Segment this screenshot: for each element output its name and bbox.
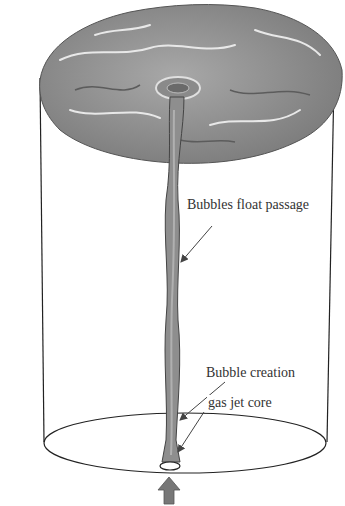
container-wall: [40, 78, 44, 442]
container-bottom: [44, 413, 326, 473]
surface-crater: [167, 83, 189, 93]
surface-crater: [156, 77, 200, 99]
callout-label: Bubble creation: [205, 365, 296, 381]
surface-highlight: [60, 25, 320, 125]
leader-line: [178, 412, 204, 452]
callout-label: gas jet core: [207, 395, 273, 411]
leader-line: [181, 226, 212, 262]
container-wall: [327, 80, 334, 442]
callout-label: Bubbles float passage: [186, 197, 310, 213]
gas-inlet-arrow: [158, 477, 180, 504]
passage-highlight: [171, 110, 174, 455]
gas-nozzle: [160, 462, 180, 470]
liquid-surface: [40, 5, 343, 164]
bubble-passage: [162, 97, 184, 462]
